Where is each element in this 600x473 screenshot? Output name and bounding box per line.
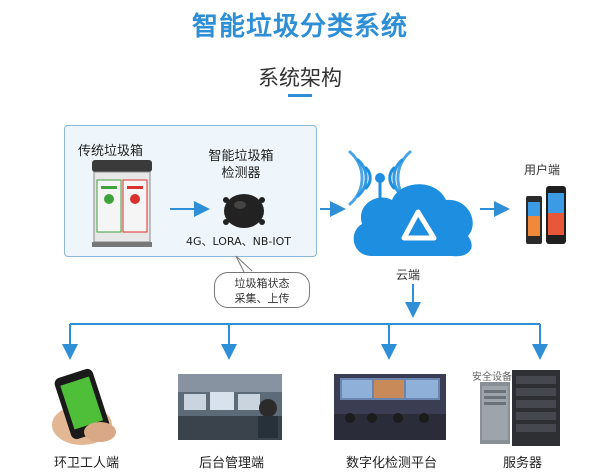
bubble-line-1: 垃圾箱状态: [234, 277, 290, 290]
page-title: 智能垃圾分类系统: [191, 12, 408, 42]
bubble-line-2: 采集、上传: [234, 292, 290, 305]
detector-label: 智能垃圾箱检测器: [208, 149, 274, 181]
cloud-label: 云端: [396, 268, 421, 282]
monitor-room-image: [334, 374, 446, 440]
smartphone-icon: [526, 186, 566, 244]
backend-label: 后台管理端: [199, 456, 265, 471]
phone-in-hand-image: [52, 368, 116, 445]
security-device-label: 安全设备: [472, 372, 512, 383]
monitor-platform-label: 数字化检测平台: [346, 456, 438, 471]
traditional-bin-label: 传统垃圾箱: [78, 144, 144, 159]
protocols-label: 4G、LORA、NB-IOT: [186, 235, 292, 248]
sanitation-worker-label: 环卫工人端: [54, 456, 120, 471]
user-label: 用户端: [524, 163, 561, 177]
bubble-tail: [235, 255, 253, 273]
backend-office-image: [178, 374, 282, 440]
status-upload-bubble: 垃圾箱状态 采集、上传: [214, 272, 310, 308]
detector-device-icon: [223, 194, 265, 228]
server-icon: [480, 370, 560, 446]
section-title: 系统架构: [258, 66, 342, 90]
cloud-drive-icon: [401, 209, 437, 241]
cloud-icon: [353, 184, 473, 257]
title-underline: [288, 94, 312, 97]
server-label: 服务器: [503, 456, 543, 471]
trash-bin-icon: [92, 160, 152, 247]
